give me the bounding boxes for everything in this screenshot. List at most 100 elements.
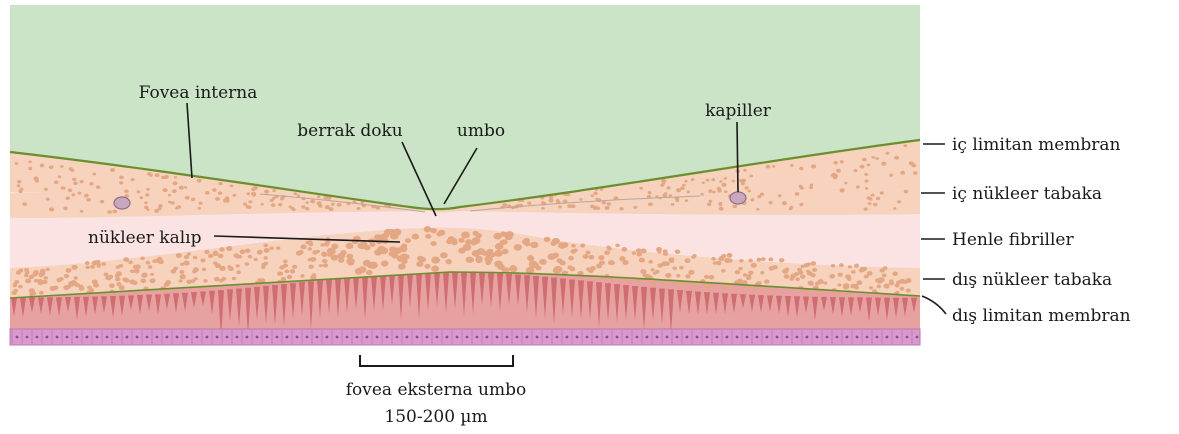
pigment-cell-nucleus <box>106 336 109 339</box>
nucleus-dot <box>305 207 309 210</box>
nucleus-dot <box>676 274 680 277</box>
nucleus-dot <box>297 194 300 197</box>
nucleus-dot <box>719 180 722 183</box>
nucleus-dot <box>784 274 790 279</box>
nucleus-dot <box>702 181 705 184</box>
nucleus-dot <box>900 171 905 175</box>
nucleus-dot <box>708 189 713 193</box>
nucleus-dot <box>17 180 21 183</box>
nucleus-dot <box>467 257 474 263</box>
nucleus-dot <box>633 206 637 209</box>
pigment-cell-nucleus <box>246 336 249 339</box>
nucleus-dot <box>639 187 643 190</box>
pigment-cell-nucleus <box>766 336 769 339</box>
nucleus-dot <box>672 266 677 270</box>
nucleus-dot <box>648 191 652 194</box>
nucleus-dot <box>317 195 320 198</box>
pigment-cell-nucleus <box>776 336 779 339</box>
pigment-cell-nucleus <box>706 336 709 339</box>
nucleus-dot <box>28 167 32 170</box>
nucleus-dot <box>844 182 847 185</box>
nucleus-dot <box>619 256 625 261</box>
nucleus-dot <box>16 184 20 187</box>
nucleus-dot <box>547 253 555 260</box>
nucleus-dot <box>823 281 827 284</box>
nucleus-dot <box>183 261 189 266</box>
pigment-cell-nucleus <box>666 336 669 339</box>
nucleus-dot <box>318 204 322 208</box>
pigment-cell-nucleus <box>686 336 689 339</box>
nucleus-dot <box>191 198 195 201</box>
nucleus-dot <box>790 274 796 279</box>
nucleus-dot <box>308 247 312 250</box>
nucleus-dot <box>134 269 140 274</box>
nucleus-dot <box>865 187 868 190</box>
nucleus-dot <box>458 238 465 243</box>
nucleus-dot <box>424 264 430 269</box>
nucleus-dot <box>112 210 117 214</box>
nucleus-dot <box>141 273 147 278</box>
nucleus-dot <box>25 278 31 283</box>
nucleus-dot <box>854 264 859 268</box>
nucleus-dot <box>431 266 439 272</box>
pigment-cell-nucleus <box>136 336 139 339</box>
nucleus-dot <box>11 291 17 295</box>
label-nukleer-kalip: nükleer kalıp <box>88 228 202 248</box>
nucleus-dot <box>832 173 837 177</box>
nucleus-dot <box>889 279 893 282</box>
nucleus-dot <box>145 193 149 196</box>
nucleus-dot <box>877 279 883 284</box>
nucleus-dot <box>140 256 145 260</box>
nucleus-dot <box>232 277 236 280</box>
nucleus-dot <box>149 278 155 283</box>
nucleus-dot <box>903 144 907 147</box>
nucleus-dot <box>567 204 572 208</box>
nucleus-dot <box>96 185 100 188</box>
pigment-cell-nucleus <box>586 336 589 339</box>
nucleus-dot <box>495 243 503 250</box>
nucleus-dot <box>663 251 669 255</box>
nucleus-dot <box>657 263 662 267</box>
nucleus-dot <box>906 289 911 293</box>
nucleus-dot <box>880 191 884 194</box>
pigment-cell-nucleus <box>66 336 69 339</box>
nucleus-dot <box>764 279 770 283</box>
nucleus-dot <box>645 275 649 279</box>
nucleus-dot <box>619 207 623 210</box>
pigment-cell-nucleus <box>496 336 499 339</box>
nucleus-dot <box>212 188 217 192</box>
nucleus-dot <box>871 156 874 159</box>
nucleus-dot <box>853 284 858 288</box>
nucleus-dot <box>864 274 869 278</box>
pigment-cell-nucleus <box>166 336 169 339</box>
nucleus-dot <box>637 280 642 284</box>
nucleus-dot <box>310 199 315 203</box>
pigment-cell-nucleus <box>76 336 79 339</box>
nucleus-dot <box>133 265 138 269</box>
nucleus-dot <box>904 190 909 194</box>
nucleus-dot <box>871 194 875 197</box>
nucleus-dot <box>230 184 233 187</box>
nucleus-dot <box>323 263 328 267</box>
nucleus-dot <box>72 193 76 196</box>
pigment-cell-nucleus <box>336 336 339 339</box>
nucleus-dot <box>685 274 690 278</box>
nucleus-dot <box>123 257 129 262</box>
nucleus-dot <box>682 184 686 187</box>
nucleus-dot <box>46 198 50 201</box>
nucleus-dot <box>732 180 735 183</box>
nucleus-dot <box>430 228 437 233</box>
nucleus-dot <box>745 286 751 291</box>
nucleus-dot <box>325 205 329 208</box>
nucleus-dot <box>214 277 220 282</box>
nucleus-dot <box>609 261 614 265</box>
nucleus-dot <box>369 262 378 269</box>
nucleus-dot <box>868 202 872 205</box>
pigment-cell-nucleus <box>656 336 659 339</box>
label-fovea-interna: Fovea interna <box>139 83 258 103</box>
nucleus-dot <box>674 283 678 286</box>
nucleus-dot <box>805 291 809 295</box>
nucleus-dot <box>257 250 263 255</box>
pigment-cell-nucleus <box>196 336 199 339</box>
nucleus-dot <box>760 271 764 274</box>
